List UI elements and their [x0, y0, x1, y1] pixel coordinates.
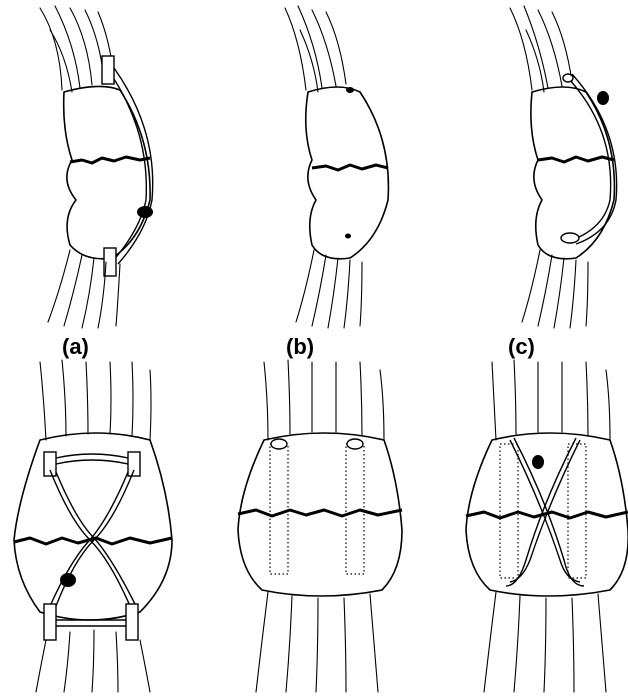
wire-loop-bottom [561, 233, 579, 243]
tendon-fibers-lower [522, 250, 588, 328]
panel-b-lateral [285, 6, 388, 328]
tendon-fibers [285, 6, 346, 92]
bone-outline [306, 87, 389, 259]
drill-channel-right [568, 444, 586, 578]
fracture-line [70, 157, 150, 163]
fracture-line [538, 157, 614, 162]
fracture-line [238, 510, 402, 516]
wire-knot [532, 455, 544, 469]
tendon-fibers [264, 360, 384, 440]
fracture-line [312, 165, 388, 170]
channel-entry-left [271, 439, 287, 449]
panel-b-anterior [238, 360, 402, 692]
panel-c-lateral [510, 6, 617, 328]
panel-label-b: (b) [286, 334, 314, 360]
wire-loop-top [563, 74, 573, 82]
kwire-right-bottom [126, 604, 138, 640]
wire-knot [137, 206, 153, 218]
tendon-fibers [492, 360, 610, 440]
panel-a-lateral [40, 6, 153, 328]
tendon-fibers-lower [296, 250, 362, 328]
kwire-left-bottom [44, 604, 56, 640]
tendon-fibers-lower [256, 592, 378, 692]
channel-entry-right [347, 439, 363, 449]
drill-channel-left [270, 444, 288, 574]
drill-channel-left [500, 444, 518, 578]
tendon-fibers [40, 360, 151, 440]
wire-knot [60, 573, 76, 587]
panel-label-a: (a) [62, 334, 89, 360]
panel-c-anterior [466, 360, 628, 692]
drill-hole-bottom [345, 234, 351, 239]
panel-a-anterior [14, 360, 172, 692]
wire-knot [597, 91, 609, 105]
bone-outline [14, 433, 172, 620]
panel-label-c: (c) [508, 334, 535, 360]
bone-outline [64, 86, 150, 258]
kwire-right [128, 452, 140, 476]
tendon-fibers-lower [484, 592, 606, 692]
drill-hole-top [346, 87, 354, 93]
kwire-left [44, 452, 56, 476]
pin-top [102, 56, 114, 84]
top-wire [56, 454, 128, 458]
